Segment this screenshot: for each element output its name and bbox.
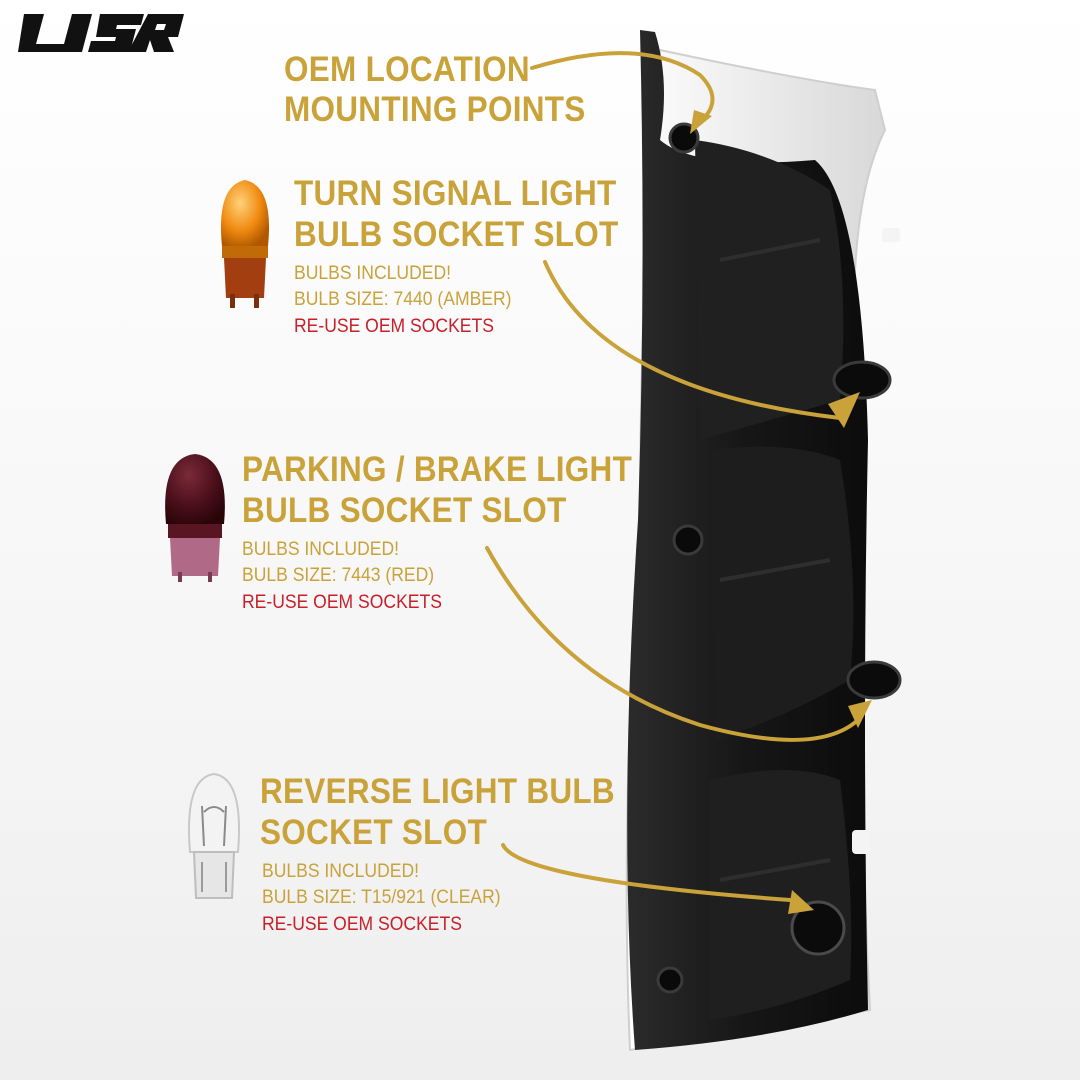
reverse-included: BULBS INCLUDED! [262, 860, 420, 882]
clear-wedge-bulb-icon [188, 772, 240, 899]
tail-lamp-housing [625, 30, 902, 1052]
parking-brake-title-line2: BULB SOCKET SLOT [242, 491, 567, 530]
parking-brake-included: BULBS INCLUDED! [242, 538, 400, 560]
reverse-size: BULB SIZE: T15/921 (CLEAR) [262, 886, 501, 908]
parking-brake-title-line1: PARKING / BRAKE LIGHT [242, 450, 633, 489]
turn-signal-size: BULB SIZE: 7440 (AMBER) [294, 288, 512, 310]
mounting-title-line2: MOUNTING POINTS [284, 90, 586, 129]
reverse-reuse: RE-USE OEM SOCKETS [262, 913, 462, 935]
parking-brake-reuse: RE-USE OEM SOCKETS [242, 591, 442, 613]
mounting-title-line1: OEM LOCATION [284, 50, 530, 89]
turn-signal-title-line1: TURN SIGNAL LIGHT [294, 174, 617, 213]
usr-logo [18, 14, 184, 52]
turn-signal-included: BULBS INCLUDED! [294, 262, 452, 284]
red-wedge-bulb-icon [165, 454, 225, 582]
parking-brake-size: BULB SIZE: 7443 (RED) [242, 564, 435, 586]
turn-signal-reuse: RE-USE OEM SOCKETS [294, 315, 494, 337]
reverse-title-line2: SOCKET SLOT [260, 813, 487, 852]
reverse-title-line1: REVERSE LIGHT BULB [260, 772, 615, 811]
turn-signal-title-line2: BULB SOCKET SLOT [294, 215, 619, 254]
amber-wedge-bulb-icon [220, 180, 270, 308]
